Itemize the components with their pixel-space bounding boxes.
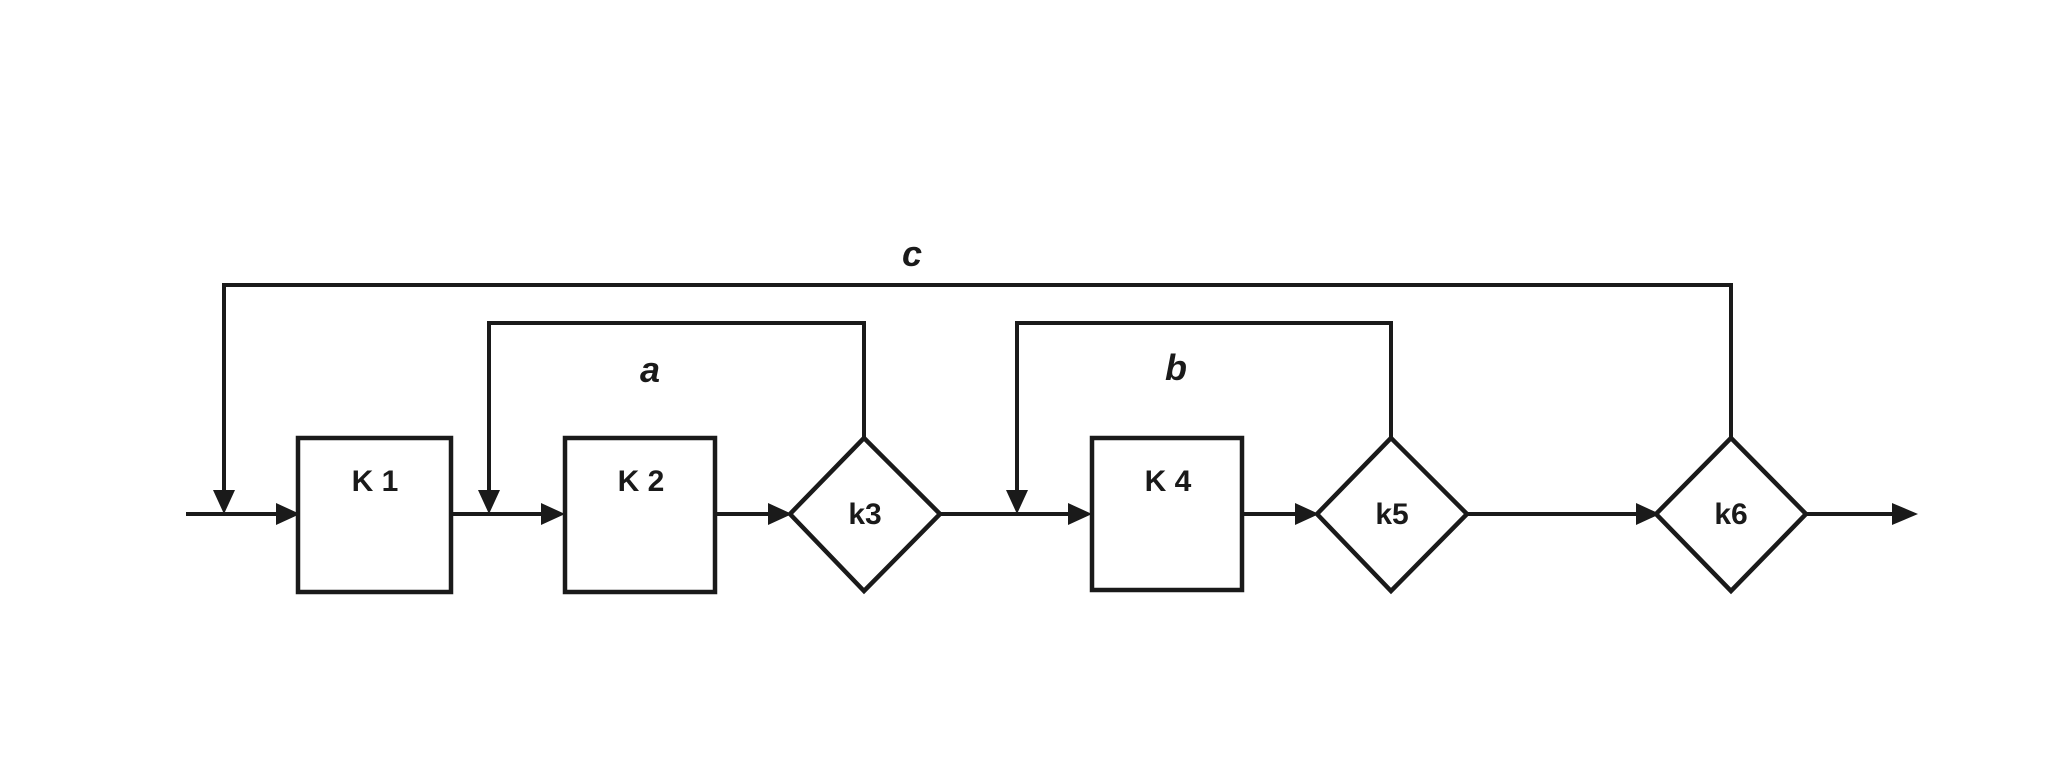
node-k6: k6: [1652, 434, 1810, 595]
arrow-into-k6: [1636, 503, 1660, 525]
arrowheads: [213, 490, 1918, 525]
k2-label: K 2: [618, 465, 665, 498]
k2-box: [562, 435, 718, 595]
k3-diamond: [786, 434, 944, 595]
k1-box: [295, 435, 454, 595]
node-k3: k3: [786, 434, 944, 595]
loop-c-path: [222, 283, 1733, 493]
loop-a-path: [487, 321, 866, 493]
arrow-into-k1: [276, 503, 300, 525]
arrow-into-k5: [1295, 503, 1319, 525]
arrow-output: [1892, 503, 1918, 525]
feedback-loops: [222, 283, 1733, 493]
node-k4: K 4: [1089, 435, 1245, 593]
k1-label: K 1: [352, 465, 399, 498]
loop-b-path: [1015, 321, 1393, 493]
arrow-loop-c: [213, 490, 235, 514]
node-k5: k5: [1313, 434, 1471, 595]
node-k1: K 1: [295, 435, 454, 595]
k3-label: k3: [848, 498, 881, 531]
k5-diamond: [1313, 434, 1471, 595]
loop-b-label: b: [1165, 347, 1187, 388]
arrow-loop-a: [478, 490, 500, 514]
k6-diamond: [1652, 434, 1810, 595]
loop-c-label: c: [902, 233, 922, 274]
loop-a-label: a: [640, 349, 660, 390]
arrow-into-k4: [1068, 503, 1092, 525]
arrow-loop-b: [1006, 490, 1028, 514]
arrow-into-k2: [541, 503, 565, 525]
node-k2: K 2: [562, 435, 718, 595]
k5-label: k5: [1375, 498, 1408, 531]
arrow-into-k3: [768, 503, 792, 525]
k6-label: k6: [1714, 498, 1747, 531]
k4-label: K 4: [1145, 465, 1192, 498]
k4-box: [1089, 435, 1245, 593]
